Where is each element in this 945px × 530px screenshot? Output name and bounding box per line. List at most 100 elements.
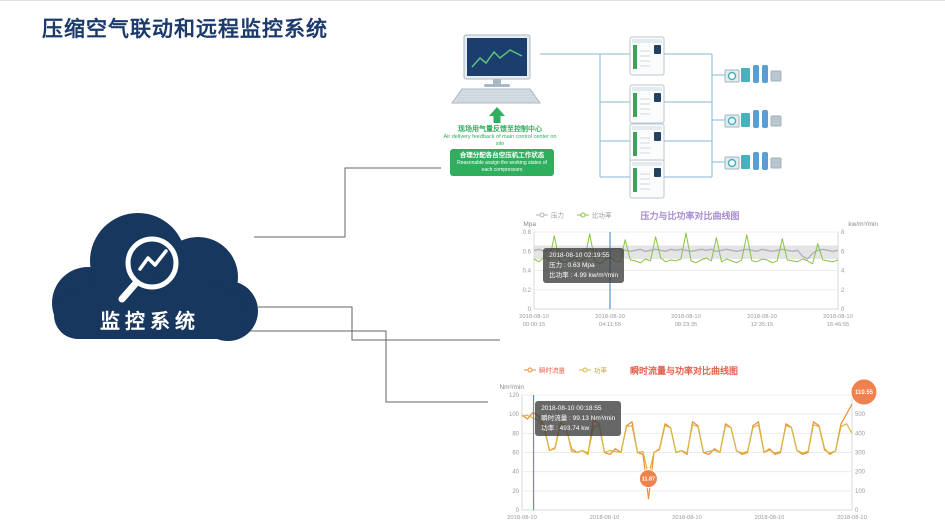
right-tick-label: 4 [841, 269, 845, 275]
connector-to-diagram [254, 167, 441, 238]
compressor-panel [654, 132, 661, 141]
air-treatment-unit [724, 110, 782, 128]
air-treatment-unit [724, 65, 782, 83]
right-tick-label: 100 [855, 489, 866, 495]
left-tick-label: 20 [512, 489, 519, 495]
air-treatment-unit [724, 152, 782, 170]
value-badge [638, 469, 658, 489]
left-tick-label: 120 [509, 393, 520, 399]
value-badge-label: 11.87 [642, 477, 655, 483]
value-badge-label: 110.55 [855, 390, 874, 396]
flow-power-canvas: 瞬时流量与功率对比曲线图瞬时流量功率0204060801001200100200… [499, 365, 878, 521]
filter-body [741, 68, 750, 82]
x-tick-time: 16:46:55 [827, 322, 850, 328]
filter-body [741, 113, 750, 127]
compressor-stripe [633, 45, 637, 69]
legend-marker-dot [580, 212, 586, 218]
monitor-stand [493, 79, 501, 84]
air-tank [762, 152, 768, 170]
left-axis-unit: Nm³/min [499, 384, 524, 391]
magnifier-trend-icon [118, 236, 179, 303]
right-tick-label: 200 [855, 470, 866, 476]
cloud-label: 监控系统 [100, 311, 200, 333]
dryer-fan [727, 71, 737, 81]
x-tick-date: 2018-08-10 [672, 515, 702, 521]
air-tank [753, 65, 759, 83]
compressor-top [632, 87, 662, 91]
air-tank [753, 152, 759, 170]
x-tick-date: 2018-08-10 [823, 314, 853, 320]
right-tick-label: 8 [841, 230, 845, 236]
up-arrow-icon [489, 107, 505, 123]
right-tick-label: 400 [855, 431, 866, 437]
left-tick-label: 0.6 [523, 249, 532, 255]
left-tick-label: 100 [509, 412, 520, 418]
compressor-panel [654, 93, 661, 102]
right-tick-label: 0 [855, 508, 859, 514]
air-tank [753, 110, 759, 128]
x-tick-date: 2018-08-10 [837, 515, 867, 521]
compressor-unit [629, 36, 665, 76]
diagram-canvas [451, 34, 782, 199]
legend-label[interactable]: 功率 [594, 366, 608, 375]
legend-marker-dot [527, 367, 533, 373]
legend-marker-dot [582, 367, 588, 373]
left-axis-unit: Mpa [523, 221, 536, 228]
x-tick-date: 2018-08-10 [671, 314, 701, 320]
monitoring-cloud: 监控系统 [30, 191, 270, 359]
compressor-stripe [633, 93, 637, 117]
dryer-fan [727, 158, 737, 168]
series-line [521, 414, 853, 477]
x-tick-time: 04:11:55 [599, 322, 621, 328]
x-tick-date: 2018-08-10 [519, 314, 549, 320]
monitor-base [484, 84, 510, 87]
right-tick-label: 0 [841, 307, 845, 313]
left-tick-label: 0 [528, 307, 532, 313]
x-tick-date: 2018-08-10 [755, 515, 785, 521]
compressor-stripe [633, 168, 637, 192]
compressor-top [632, 126, 662, 130]
feedback-caption: 现场用气量反馈至控制中心 Air delivery feedback of ma… [440, 125, 560, 148]
legend-label[interactable]: 比功率 [592, 211, 612, 220]
cloud-graphic [52, 213, 258, 341]
right-axis-unit: kw/m³/min [848, 221, 878, 228]
filter-body [741, 155, 750, 169]
value-badge [850, 378, 878, 406]
chart-title: 压力与比功率对比曲线图 [640, 210, 739, 221]
valve-block [770, 115, 782, 127]
compressor-top [632, 39, 662, 43]
legend-label[interactable]: 压力 [551, 211, 564, 220]
x-tick-time: 00:00:15 [523, 322, 546, 328]
feedback-caption-en: Air delivery feedback of main control ce… [443, 134, 557, 148]
right-tick-label: 6 [841, 249, 845, 255]
page-title: 压缩空气联动和远程监控系统 [42, 18, 328, 41]
compressor-panel [654, 45, 661, 54]
screen-trend-line [471, 49, 523, 68]
x-tick-time: 08:23:35 [675, 322, 698, 328]
compressor-panel [654, 168, 661, 177]
x-tick-time: 12:35:15 [751, 322, 774, 328]
legend-label[interactable]: 瞬时流量 [539, 366, 566, 375]
left-tick-label: 0.8 [523, 230, 532, 236]
right-tick-label: 500 [855, 412, 866, 418]
x-tick-date: 2018-08-10 [590, 515, 620, 521]
left-tick-label: 60 [512, 451, 519, 457]
assign-status-box: 合理分配各台空压机工作状态 Reasonable assign the work… [450, 149, 554, 177]
feedback-caption-cn: 现场用气量反馈至控制中心 [458, 126, 542, 133]
chart-title: 瞬时流量与功率对比曲线图 [630, 365, 738, 376]
compressor-stripe [633, 132, 637, 156]
system-diagram: 现场用气量反馈至控制中心 Air delivery feedback of ma… [440, 27, 840, 214]
compressor-unit [629, 159, 665, 199]
left-tick-label: 80 [512, 431, 519, 437]
x-tick-date: 2018-08-10 [747, 314, 777, 320]
air-tank [762, 110, 768, 128]
dryer-fan [727, 116, 737, 126]
right-tick-label: 2 [841, 288, 845, 294]
x-tick-date: 2018-08-10 [595, 314, 625, 320]
left-tick-label: 40 [512, 470, 519, 476]
assign-status-cn: 合理分配各台空压机工作状态 [459, 152, 545, 159]
